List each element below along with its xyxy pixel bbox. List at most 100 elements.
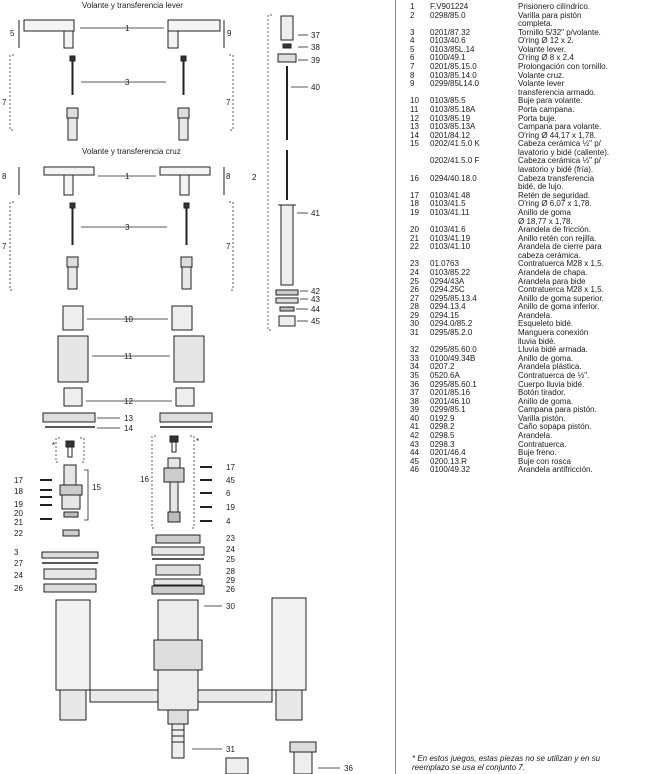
label-39: 39 (311, 56, 320, 65)
parts-num: 31 (410, 328, 419, 338)
label-40: 40 (311, 83, 320, 92)
label-30: 30 (226, 602, 235, 611)
parts-code: 0294/40.18.0 (430, 173, 477, 183)
parts-desc: Campana para pistón. (518, 405, 597, 415)
parts-num: 40 (410, 413, 419, 423)
footnote: * En estos juegos, estas piezas no se ut… (412, 754, 642, 772)
parts-num: 45 (410, 456, 419, 466)
lever-handle-right (167, 19, 225, 49)
parts-desc: Buje con rosca (518, 456, 571, 466)
parts-desc: Buje freno. (518, 448, 557, 458)
parts-num: 39 (410, 405, 419, 415)
parts-num: 12 (410, 113, 419, 123)
parts-num: 17 (410, 190, 419, 200)
divider (395, 0, 396, 774)
parts-num: 11 (410, 104, 419, 114)
parts-desc: O'ring Ø 6,07 x 1,78. (518, 199, 592, 209)
label-38: 38 (311, 43, 320, 52)
label-2: 2 (252, 173, 257, 182)
parts-desc: Arandela de chapa. (518, 267, 588, 277)
parts-num: 7 (410, 62, 415, 72)
parts-num: 18 (410, 199, 419, 209)
parts-code: 0298/85.0 (430, 10, 466, 20)
parts-code: 0294/43A (430, 276, 465, 286)
parts-num: 32 (410, 345, 419, 355)
parts-desc: Anillo de goma superior. (518, 293, 604, 303)
parts-desc: lluvia bidé. (518, 336, 556, 346)
label-26b: 26 (14, 584, 23, 593)
label-46: 45 (226, 476, 235, 485)
label-17b: 17 (226, 463, 235, 472)
parts-desc: lavatorio y bidé (caliente). (518, 147, 610, 157)
label-19a: 19 (14, 500, 23, 509)
parts-desc: Arandela de cierre para (518, 242, 602, 252)
parts-code: 0100/49.34B (430, 353, 476, 363)
parts-num: 6 (410, 53, 415, 63)
label-26: 26 (226, 585, 235, 594)
label-5: 5 (10, 29, 15, 38)
parts-num: 14 (410, 130, 419, 140)
parts-desc: Contratuerca M28 x 1,5. (518, 259, 604, 269)
parts-desc: Tornillo 5/32" p/volante. (518, 27, 601, 37)
piston-assembly (267, 14, 299, 331)
parts-num: 16 (410, 173, 419, 183)
parts-num: 27 (410, 293, 419, 303)
parts-desc: Cuerpo lluvia bidé. (518, 379, 585, 389)
parts-code: 0103/41.10 (430, 242, 471, 252)
parts-desc: Arandela antifricción. (518, 465, 593, 475)
parts-code: 0103/40.6 (430, 36, 466, 46)
parts-num: 46 (410, 465, 419, 475)
parts-desc: Buje para volante. (518, 96, 583, 106)
parts-desc: Porta campana. (518, 104, 575, 114)
parts-code: 0298.5 (430, 431, 455, 440)
parts-desc: transferencia armado. (518, 87, 596, 97)
parts-desc: Arandela plástica. (518, 362, 582, 372)
label-24b: 24 (14, 571, 23, 580)
label-7c: 7 (2, 242, 7, 251)
parts-num: 23 (410, 259, 419, 269)
parts-num: 34 (410, 362, 419, 372)
parts-code: 0294.13.4 (430, 302, 466, 312)
parts-num: 25 (410, 276, 419, 286)
title-lever: Volante y transferencia lever (82, 1, 183, 10)
parts-num: 29 (410, 310, 419, 320)
parts-code: 0299/85L14.0 (430, 79, 479, 89)
label-4: 4 (226, 517, 231, 526)
parts-desc: Varilla pistón. (518, 413, 566, 423)
parts-desc: Campana para volante. (518, 122, 602, 132)
parts-code: 0295/85.13.4 (430, 293, 477, 303)
parts-code: 0201/46.10 (430, 396, 471, 406)
parts-desc: Contratuerca de ½". (518, 370, 590, 380)
label-41: 41 (311, 209, 320, 218)
exploded-diagram: Volante y transferencia lever Volante y … (2, 1, 353, 774)
label-6: 6 (226, 489, 231, 498)
label-37: 37 (311, 31, 320, 40)
parts-num: 10 (410, 96, 419, 106)
parts-desc: Anillo de goma. (518, 353, 574, 363)
parts-num: 4 (410, 36, 415, 46)
label-22: 22 (14, 529, 23, 538)
parts-num: 41 (410, 422, 419, 432)
parts-num: 36 (410, 379, 419, 389)
label-1a: 1 (125, 24, 130, 33)
parts-code: 0192.9 (430, 413, 455, 423)
parts-code: 0103/41.5 (430, 199, 466, 209)
parts-desc: Prisionero cilíndrico. (518, 2, 591, 11)
parts-code: 0103/85L.14 (430, 44, 475, 54)
parts-code: 0103/85.5 (430, 96, 466, 106)
label-17a: 17 (14, 476, 23, 485)
parts-desc: O'ring Ø 44,17 x 1,78. (518, 130, 597, 140)
parts-code: 0103/85.18A (430, 104, 476, 114)
label-36: 36 (344, 764, 353, 773)
parts-code: 0201/85.15.0 (430, 62, 477, 72)
label-29: 29 (226, 576, 235, 585)
label-7a: 7 (2, 98, 7, 107)
parts-code: 0103/85.13A (430, 122, 476, 132)
label-45: 45 (311, 317, 320, 326)
parts-num: 35 (410, 370, 419, 380)
label-43: 43 (311, 295, 320, 304)
label-7b: 7 (226, 98, 231, 107)
parts-desc: Arandela. (518, 310, 553, 320)
parts-desc: Arandela de fricción. (518, 225, 591, 235)
